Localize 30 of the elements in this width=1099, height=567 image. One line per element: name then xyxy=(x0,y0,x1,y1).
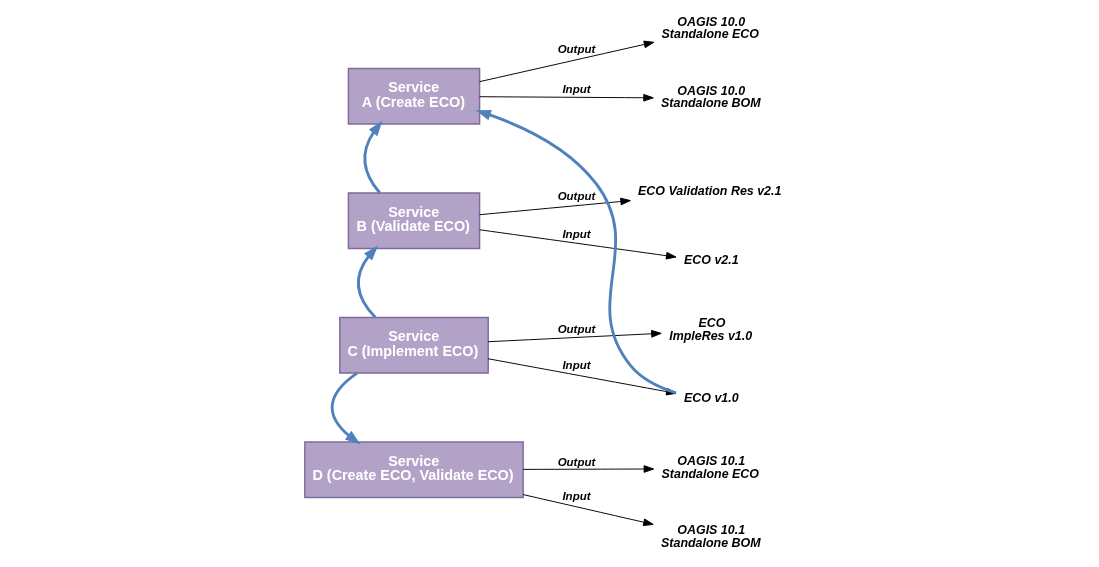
arrow xyxy=(487,329,662,343)
edge-label: Output xyxy=(557,42,596,55)
arrow xyxy=(522,494,654,527)
node-box: Service A (Create ECO) xyxy=(347,67,481,125)
arrow xyxy=(363,120,383,194)
node-text: OAGIS 10.0 Standalone ECO xyxy=(661,14,759,42)
edge-label: Output xyxy=(557,455,596,468)
node-text: OAGIS 10.1 Standalone BOM xyxy=(661,523,761,550)
node-text: ECO Validation Res v2.1 xyxy=(638,184,782,199)
node-box: Service B (Validate ECO) xyxy=(347,192,481,250)
edge-label: Input xyxy=(562,490,591,503)
edge-label: Input xyxy=(562,358,591,371)
arrow xyxy=(522,465,655,473)
arrow xyxy=(479,40,655,83)
node-box: Service D (Create ECO, Validate ECO) xyxy=(304,441,524,499)
node-box: Service C (Implement ECO) xyxy=(339,316,489,374)
edge-label: Input xyxy=(562,83,591,96)
edge-label: Input xyxy=(562,227,591,240)
edge-label: Output xyxy=(557,190,596,203)
arrow xyxy=(330,372,361,445)
arrow xyxy=(479,229,677,260)
node-text: ECO ImpleRes v1.0 xyxy=(669,316,753,343)
edge-label: Output xyxy=(557,323,596,336)
node-text: OAGIS 10.0 Standalone BOM xyxy=(661,83,761,111)
node-text: ECO v2.1 xyxy=(684,253,739,268)
node-text: OAGIS 10.1 Standalone ECO xyxy=(661,454,759,481)
arrow xyxy=(479,93,654,102)
node-text: ECO v1.0 xyxy=(684,391,739,406)
arrow xyxy=(479,197,631,216)
arrow xyxy=(357,245,379,319)
